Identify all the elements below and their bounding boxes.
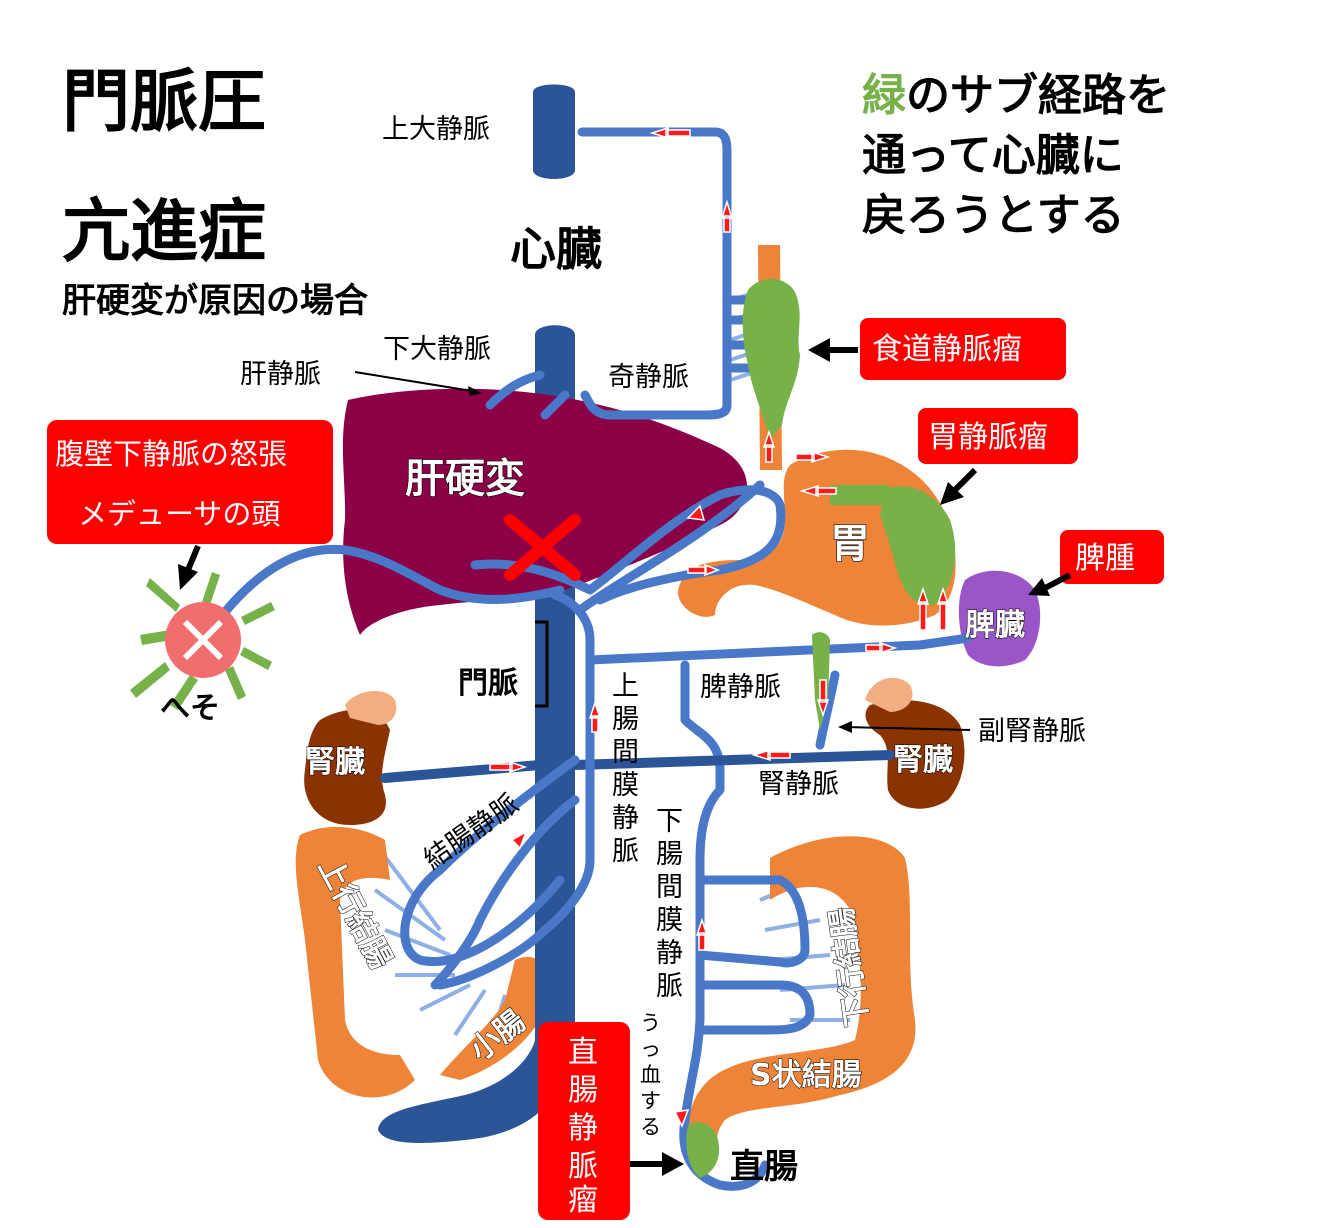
ivc-label: 下大静脈	[383, 334, 491, 365]
svg-text:血: 血	[640, 1063, 661, 1087]
svg-text:腸: 腸	[568, 1073, 598, 1108]
gastric-callout: 胃静脈瘤	[928, 420, 1048, 455]
ascending-colon-shape	[295, 826, 415, 1098]
svg-text:る: る	[640, 1115, 661, 1139]
splenomegaly-arrow-head	[1028, 578, 1050, 596]
spleen-label: 脾臓	[965, 608, 1025, 643]
svg-text:静: 静	[656, 938, 683, 969]
collaterals	[130, 278, 956, 1178]
note-line2: 通って心臓に	[862, 130, 1124, 181]
flow-arrows	[489, 126, 950, 1128]
svg-text:腸: 腸	[656, 839, 683, 870]
note-line1-rest: のサブ経路を	[906, 70, 1170, 121]
svg-text:直: 直	[568, 1035, 598, 1070]
azygos-label: 奇静脈	[608, 362, 689, 393]
gastric-callout-box	[918, 408, 1078, 464]
congestion-label: う っ 血 す る	[640, 1011, 661, 1139]
rectal-callout: 直 腸 静 脈 瘤	[568, 1035, 598, 1218]
svg-text:脈: 脈	[612, 836, 639, 867]
kidney-left-shape	[304, 709, 390, 825]
splenomegaly-callout: 脾腫	[1075, 541, 1135, 576]
medusa-callout-line1: 腹壁下静脈の怒張	[55, 437, 287, 471]
hepatic-vein-pointer	[354, 371, 479, 393]
svg-text:す: す	[640, 1089, 661, 1113]
rectal-callout-box	[538, 1022, 630, 1220]
svg-text:う: う	[640, 1011, 661, 1035]
imv-label: 下 腸 間 膜 静 脈	[656, 806, 683, 1002]
note-line1: 緑のサブ経路を	[862, 70, 1170, 121]
svg-text:瘤: 瘤	[568, 1183, 598, 1218]
svg-text:膜: 膜	[612, 770, 639, 801]
portal-vein-bracket	[535, 620, 549, 708]
spleen-shape	[958, 570, 1041, 667]
adrenal-vein-pointer-head	[838, 721, 852, 733]
svg-text:脈: 脈	[656, 971, 683, 1002]
esophageal-callout-box	[860, 318, 1066, 380]
medusa-callout-line2: メデューサの頭	[78, 497, 280, 531]
kidney-right-label: 腎臓	[893, 743, 953, 778]
svg-text:間: 間	[656, 872, 683, 903]
svc-label: 上大静脈	[382, 114, 490, 145]
rectal-arrow-head	[662, 1152, 684, 1176]
smv-label: 上 腸 間 膜 静 脈	[612, 671, 639, 867]
adrenal-vein-pointer	[844, 726, 971, 731]
svg-text:静: 静	[612, 803, 639, 834]
medusa-arrow-icon	[185, 544, 201, 572]
stomach-label: 胃	[830, 521, 870, 567]
splenic-vein-label: 脾静脈	[700, 672, 781, 703]
adrenal-vein-label: 副腎静脈	[978, 716, 1086, 747]
svg-text:っ: っ	[640, 1037, 661, 1061]
svg-text:上: 上	[612, 671, 639, 702]
kidney-left-adrenal	[345, 690, 397, 725]
portal-vein-label: 門脈	[458, 666, 518, 701]
svg-text:間: 間	[612, 737, 639, 768]
svg-text:静: 静	[568, 1111, 598, 1146]
hepatic-vein-pointer-head	[468, 386, 482, 396]
svg-text:下: 下	[656, 806, 683, 837]
kidney-right-adrenal	[865, 677, 913, 712]
title-subtitle: 肝硬変が原因の場合	[62, 281, 368, 321]
medusa-callout-box	[47, 420, 333, 544]
title-line1: 門脈圧	[62, 63, 266, 142]
esophageal-arrow-head	[808, 338, 830, 362]
rectum-label: 直腸	[730, 1147, 798, 1187]
navel-cross-icon	[182, 619, 224, 661]
title-line2: 亢進症	[62, 193, 266, 272]
medusa-arrow-head	[178, 564, 198, 590]
small-intestine-shape	[440, 956, 551, 1080]
veins	[220, 127, 973, 1191]
liver-label: 肝硬変	[405, 456, 525, 502]
svg-text:脈: 脈	[568, 1149, 598, 1184]
portal-block-cross-icon	[504, 514, 581, 581]
splenomegaly-arrow-icon	[1043, 572, 1072, 591]
svg-text:膜: 膜	[656, 905, 683, 936]
gastric-arrow-head	[940, 482, 964, 505]
hepatic-vein-label: 肝静脈	[240, 359, 321, 390]
renal-vein-label: 腎静脈	[758, 769, 839, 800]
liver-shape	[342, 388, 748, 635]
navel-label: へそ	[160, 691, 220, 726]
esophageal-callout: 食道静脈瘤	[872, 332, 1022, 367]
descending-sigmoid-colon-shape	[688, 836, 916, 1160]
note-line3: 戻ろうとする	[862, 190, 1125, 241]
colic-vein-label: 結腸静脈	[418, 788, 524, 875]
svg-text:腸: 腸	[612, 704, 639, 735]
kidney-left-label: 腎臓	[305, 745, 365, 780]
sigmoid-colon-label: S状結腸	[750, 1058, 862, 1093]
splenomegaly-callout-box	[1060, 530, 1164, 584]
gastric-arrow-icon	[952, 467, 978, 493]
note-green-word: 緑	[862, 70, 907, 121]
svc-shape	[533, 84, 575, 179]
heart-label: 心臓	[510, 222, 602, 276]
